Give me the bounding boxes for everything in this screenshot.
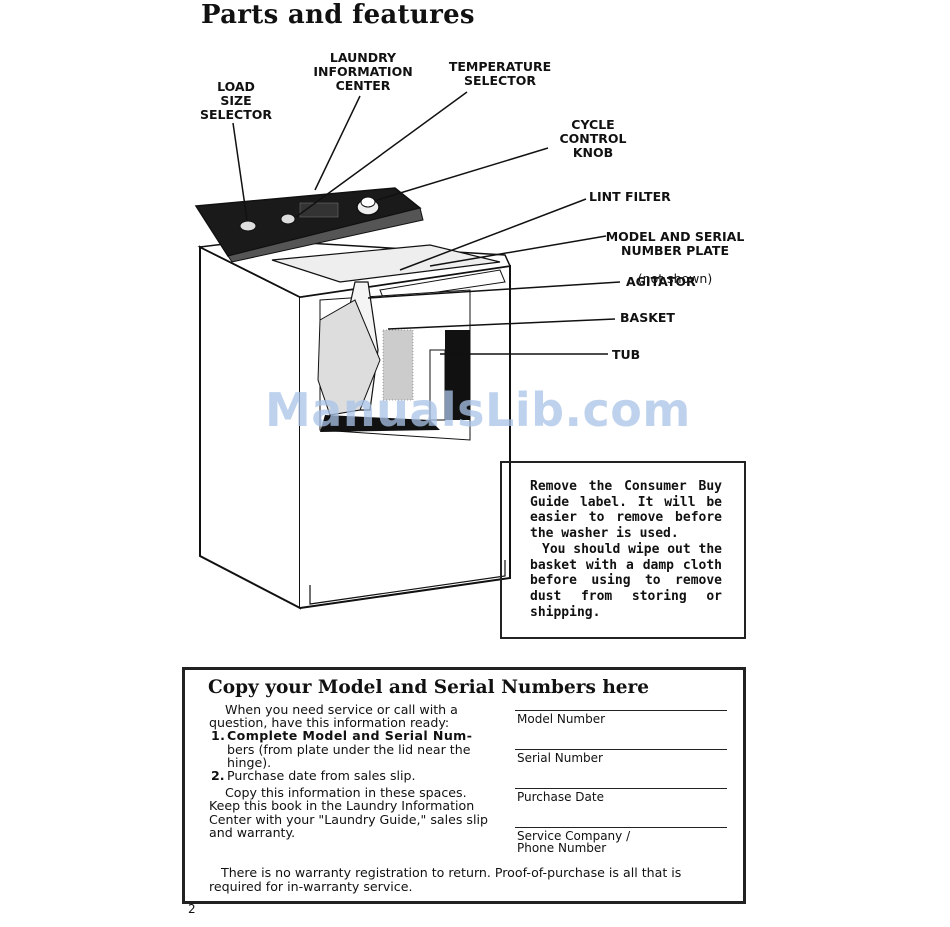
watermark: ManualsLib.com: [265, 383, 691, 437]
step-1-number: 1.: [211, 728, 226, 744]
callout-model-serial-label: MODEL AND SERIAL NUMBER PLATE: [605, 229, 745, 258]
copy-instructions: When you need service or call with a que…: [209, 703, 499, 839]
purchase-date-field[interactable]: Purchase Date: [515, 788, 727, 827]
copy-intro: When you need service or call with a que…: [209, 702, 458, 731]
callout-model-serial-note: (not shown): [637, 271, 713, 286]
copy-paragraph: Copy this information in these spaces. K…: [209, 785, 488, 840]
step-1-rest: bers (from plate under the lid near the …: [227, 741, 471, 770]
warranty-footer: There is no warranty registration to ret…: [209, 866, 729, 894]
callout-load-size-selector: LOAD SIZE SELECTOR: [200, 79, 272, 122]
page-title: Parts and features: [201, 0, 475, 30]
callout-lint-filter: LINT FILTER: [589, 189, 671, 204]
page-number: 2: [188, 902, 196, 916]
note-paragraph-1: Remove the Consumer Buy Guide label. It …: [530, 479, 722, 542]
step-2-text: Purchase date from sales slip.: [227, 768, 416, 784]
consumer-guide-note: Remove the Consumer Buy Guide label. It …: [500, 461, 746, 639]
callout-agitator: AGITATOR: [626, 274, 696, 289]
note-paragraph-2: You should wipe out the basket with a da…: [530, 541, 723, 620]
step-1-bold: Complete Model and Serial Num-: [227, 728, 473, 744]
copy-steps: 1. Complete Model and Serial Num- bers (…: [209, 729, 499, 782]
serial-number-label: Serial Number: [517, 751, 603, 765]
serial-number-field[interactable]: Serial Number: [515, 749, 727, 788]
warranty-text: There is no warranty registration to ret…: [209, 865, 682, 894]
purchase-date-label: Purchase Date: [517, 790, 604, 804]
model-number-field[interactable]: Model Number: [515, 710, 727, 749]
callout-cycle-control-knob: CYCLE CONTROL KNOB: [559, 117, 627, 160]
service-company-field[interactable]: Service Company / Phone Number: [515, 827, 727, 866]
record-fields: Model Number Serial Number Purchase Date…: [515, 710, 727, 866]
callout-temperature-selector: TEMPERATURE SELECTOR: [448, 59, 552, 88]
copy-step-2: 2. Purchase date from sales slip.: [209, 769, 499, 782]
service-company-label: Service Company / Phone Number: [517, 829, 631, 855]
copy-box-title: Copy your Model and Serial Numbers here: [208, 677, 650, 698]
model-serial-copy-box: Copy your Model and Serial Numbers here …: [182, 667, 746, 904]
callout-basket: BASKET: [620, 310, 675, 325]
step-2-number: 2.: [211, 768, 225, 784]
callout-laundry-information-center: LAUNDRY INFORMATION CENTER: [313, 50, 413, 93]
model-number-label: Model Number: [517, 712, 606, 726]
callout-tub: TUB: [612, 347, 641, 362]
copy-step-1: 1. Complete Model and Serial Num- bers (…: [209, 729, 499, 769]
callout-model-serial-plate: MODEL AND SERIAL NUMBER PLATE (not shown…: [600, 216, 750, 300]
